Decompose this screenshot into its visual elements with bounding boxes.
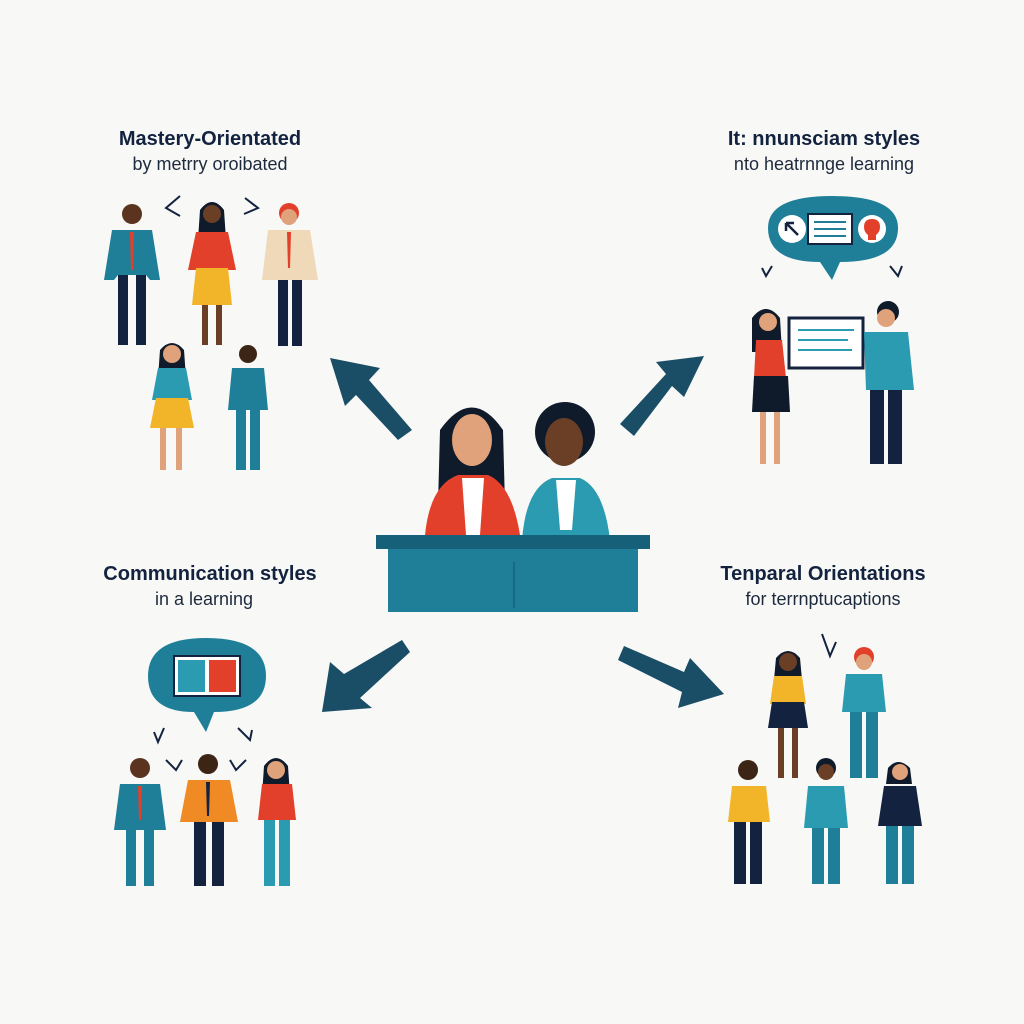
group-bottom-left bbox=[114, 638, 296, 886]
group-top-left bbox=[104, 195, 318, 470]
quadrant-subtitle-top-right: nto heatrnnge learning bbox=[733, 154, 915, 174]
cursor-icon bbox=[784, 221, 799, 236]
group-top-right bbox=[752, 196, 914, 464]
presenter-left-face bbox=[452, 414, 492, 466]
presenter-right-face bbox=[545, 418, 583, 466]
arrow-to-top-right bbox=[620, 356, 704, 436]
arrow-group bbox=[322, 356, 724, 712]
quadrant-subtitle-bottom-right: for terrnptucaptions bbox=[745, 589, 901, 609]
presentation-screen bbox=[787, 316, 865, 370]
quadrant-title-top-left: Mastery-Orientated bbox=[118, 128, 302, 150]
arrow-to-top-left bbox=[330, 358, 412, 440]
lightbulb-icon bbox=[864, 219, 880, 240]
quadrant-subtitle-top-left: by metrry oroibated bbox=[132, 154, 288, 174]
group-bottom-right bbox=[728, 633, 922, 884]
central-presenters bbox=[376, 402, 650, 612]
presenter-desk-top bbox=[376, 535, 650, 549]
quadrant-subtitle-bottom-left: in a learning bbox=[154, 589, 254, 609]
quadrant-title-bottom-right: Tenparal Orientations bbox=[720, 563, 926, 585]
arrow-to-bottom-right bbox=[618, 646, 724, 708]
quadrant-title-bottom-left: Communication styles bbox=[103, 563, 317, 585]
arrow-to-bottom-left bbox=[322, 640, 410, 712]
presenter-desk bbox=[388, 549, 638, 612]
quadrant-title-top-right: It: nnunsciam styles bbox=[727, 128, 921, 150]
